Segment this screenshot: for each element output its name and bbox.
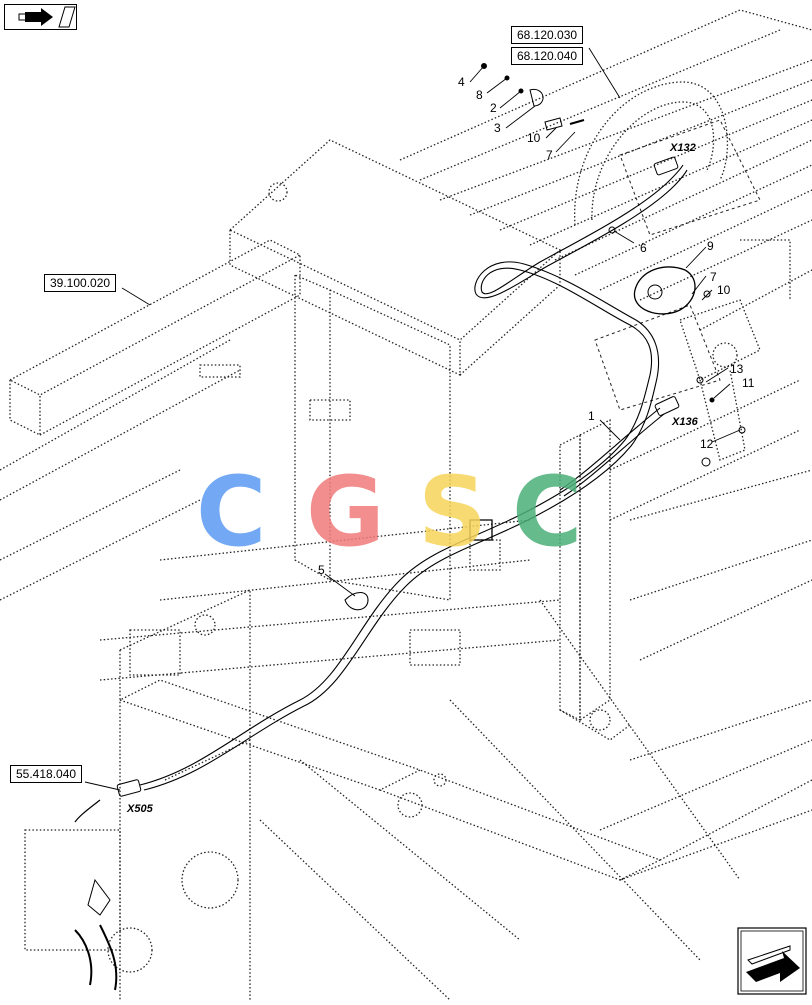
callout-1: 1 [588,409,595,423]
callout-7: 7 [546,148,553,162]
book-arrow-icon [18,6,76,28]
connector-x505: X505 [126,803,154,815]
callout-3: 3 [494,121,501,135]
reference-68-120-040[interactable]: 68.120.040 [511,47,584,65]
connector-labels: X132 X136 X505 [126,142,699,815]
callout-4: 4 [458,75,465,89]
reference-55-418-040[interactable]: 55.418.040 [10,765,83,783]
callout-10b: 10 [717,283,731,297]
callout-2: 2 [490,101,497,115]
callout-13: 13 [730,362,744,376]
small-parts [74,63,746,991]
callout-5: 5 [318,563,325,577]
watermark: C G S C [196,456,582,568]
frame-structure [0,9,812,1001]
callout-12: 12 [700,437,714,451]
connector-x136: X136 [671,416,699,428]
top-left-nav-button[interactable] [4,4,77,30]
sensor-mount-outline [594,119,761,411]
callout-labels: 4 8 2 3 10 7 6 9 7 10 13 11 1 12 5 [318,75,755,577]
reference-39-100-020[interactable]: 39.100.020 [44,274,117,292]
callout-6: 6 [640,241,647,255]
connector-x132: X132 [669,142,696,154]
watermark-letter-c2: C [512,456,582,568]
leader-lines [84,47,741,791]
reference-68-120-030[interactable]: 68.120.030 [511,26,584,44]
callout-9: 9 [707,239,714,253]
watermark-letter-g: G [306,456,385,568]
wiring-harness [139,164,688,791]
watermark-letter-s: S [418,456,487,568]
callout-7b: 7 [710,270,717,284]
callout-11: 11 [742,376,755,390]
callout-8: 8 [476,88,483,102]
next-page-arrow-icon[interactable] [737,927,807,995]
callout-10: 10 [527,131,541,145]
watermark-letter-c: C [196,456,266,568]
